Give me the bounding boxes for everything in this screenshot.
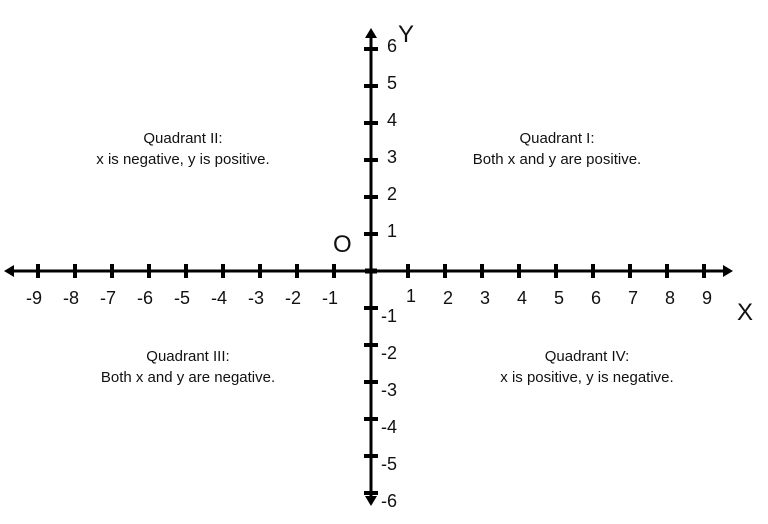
quadrant-1-title: Quadrant I: <box>519 130 595 147</box>
quadrant-3-desc: Both x and y are negative. <box>100 369 276 386</box>
quadrant-4-title: Quadrant IV: <box>544 348 630 365</box>
x-tick-label: 8 <box>665 288 675 308</box>
y-axis-title: Y <box>398 21 414 48</box>
x-tick-label: -4 <box>211 288 227 308</box>
quadrant-4-label: Quadrant IV: x is positive, y is negativ… <box>457 346 717 388</box>
x-tick-label: -9 <box>26 288 42 308</box>
y-tick-label: 3 <box>387 147 397 167</box>
x-tick-label: 7 <box>628 288 638 308</box>
x-tick-label: -8 <box>63 288 79 308</box>
quadrant-1-label: Quadrant I: Both x and y are positive. <box>427 128 687 170</box>
y-axis-bottom-arrow-icon <box>365 496 377 506</box>
quadrant-4-desc: x is positive, y is negative. <box>500 369 674 386</box>
x-tick-label: 9 <box>702 288 712 308</box>
quadrant-3-title: Quadrant III: <box>146 348 230 365</box>
origin-tick <box>365 268 377 274</box>
y-tick-label: 6 <box>387 36 397 56</box>
quadrant-2-desc: x is negative, y is positive. <box>96 151 270 168</box>
y-tick-label: -1 <box>381 306 397 326</box>
x-tick-label: -6 <box>137 288 153 308</box>
quadrant-3-label: Quadrant III: Both x and y are negative. <box>58 346 318 388</box>
x-tick-label: -3 <box>248 288 264 308</box>
x-tick-label: 5 <box>554 288 564 308</box>
y-tick-label: -4 <box>381 417 397 437</box>
x-tick-label: 1 <box>406 286 416 306</box>
x-axis-left-arrow-icon <box>4 265 14 277</box>
quadrant-2-label: Quadrant II: x is negative, y is positiv… <box>53 128 313 170</box>
y-tick-label: 2 <box>387 184 397 204</box>
x-axis-right-arrow-icon <box>723 265 733 277</box>
x-tick-label: -2 <box>285 288 301 308</box>
quadrant-2-title: Quadrant II: <box>143 130 223 147</box>
x-tick-label: -7 <box>100 288 116 308</box>
y-tick-label: 4 <box>387 110 397 130</box>
y-tick-label: 5 <box>387 73 397 93</box>
y-tick-label: -2 <box>381 343 397 363</box>
x-tick-label: 3 <box>480 288 490 308</box>
y-tick-label: -3 <box>381 380 397 400</box>
y-tick-label: 1 <box>387 221 397 241</box>
x-axis-title: X <box>737 299 753 326</box>
x-tick-label: 2 <box>443 288 453 308</box>
y-tick-label: -5 <box>381 454 397 474</box>
quadrant-1-desc: Both x and y are positive. <box>472 151 642 168</box>
y-tick-label: -6 <box>381 491 397 511</box>
x-tick-label: 4 <box>517 288 527 308</box>
x-tick-label: 6 <box>591 288 601 308</box>
origin-label: O <box>333 231 352 258</box>
y-axis-top-arrow-icon <box>365 28 377 38</box>
x-tick-label: -1 <box>322 288 338 308</box>
x-tick-label: -5 <box>174 288 190 308</box>
